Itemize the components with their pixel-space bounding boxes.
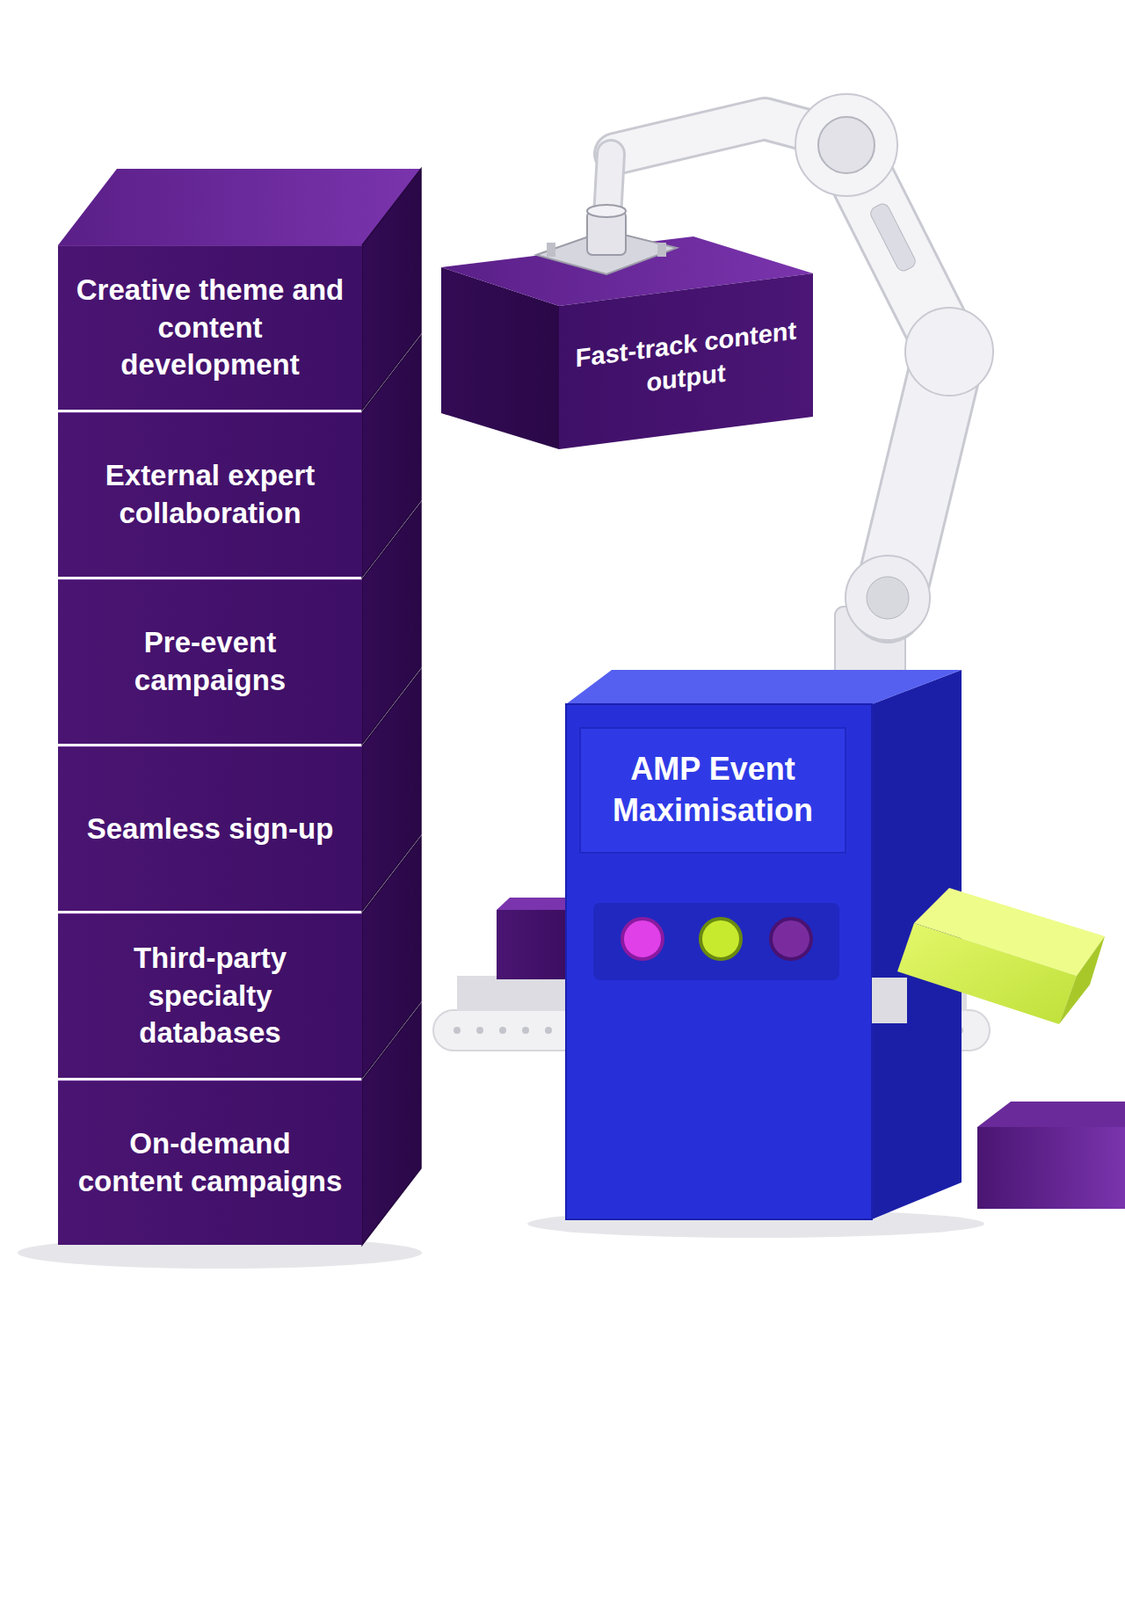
node-label: AMP Event Maximisation: [595, 748, 831, 832]
robot-joint: [905, 307, 994, 396]
stack-faces: [58, 168, 421, 1245]
label-panel: AMP Event Maximisation: [579, 726, 847, 854]
robot-joint-cap: [818, 116, 875, 174]
node-label: On-demand content campaigns: [73, 1125, 347, 1201]
stack-side: [362, 1003, 421, 1245]
machine-top: [566, 669, 962, 705]
purple-box: [496, 909, 567, 980]
stack-top: [58, 168, 421, 246]
robot-joint: [795, 94, 898, 196]
lime-box: [897, 887, 1105, 1024]
conveyor-dot: [522, 1026, 530, 1034]
node-label: Creative theme and content development: [73, 271, 347, 385]
node-label: Fast-track content output: [574, 313, 798, 409]
button: [622, 918, 663, 959]
conveyor-dot: [476, 1026, 484, 1034]
stack-block: External expert collaboration: [58, 412, 363, 577]
stack-block: Third-party specialty databases: [58, 913, 363, 1078]
node-label: Pre-event campaigns: [73, 624, 347, 700]
stack-block: Creative theme and content development: [58, 245, 363, 410]
robot-joint-cap: [866, 576, 909, 619]
node-label: Seamless sign-up: [87, 810, 334, 849]
content-box: Fast-track content output: [558, 273, 813, 450]
machine-front: [566, 704, 872, 1220]
button: [700, 918, 741, 959]
conveyor-dot: [544, 1026, 552, 1034]
stack-block: Seamless sign-up: [58, 746, 363, 911]
button: [770, 918, 812, 959]
robot-joint: [845, 555, 930, 640]
conveyor-dot: [453, 1026, 461, 1034]
robot-gripper: [536, 204, 677, 275]
stack-block: Pre-event campaigns: [58, 579, 363, 744]
robot-slot: [868, 201, 918, 273]
node-label: Third-party specialty databases: [73, 939, 347, 1053]
stack-block: On-demand content campaigns: [58, 1080, 363, 1245]
node-label: External expert collaboration: [73, 457, 347, 533]
machine: [566, 669, 962, 1220]
conveyor-dot: [499, 1026, 507, 1034]
purple-box: [977, 1101, 1125, 1209]
button-panel: [593, 902, 840, 980]
conveyor-exit: [871, 977, 908, 1024]
